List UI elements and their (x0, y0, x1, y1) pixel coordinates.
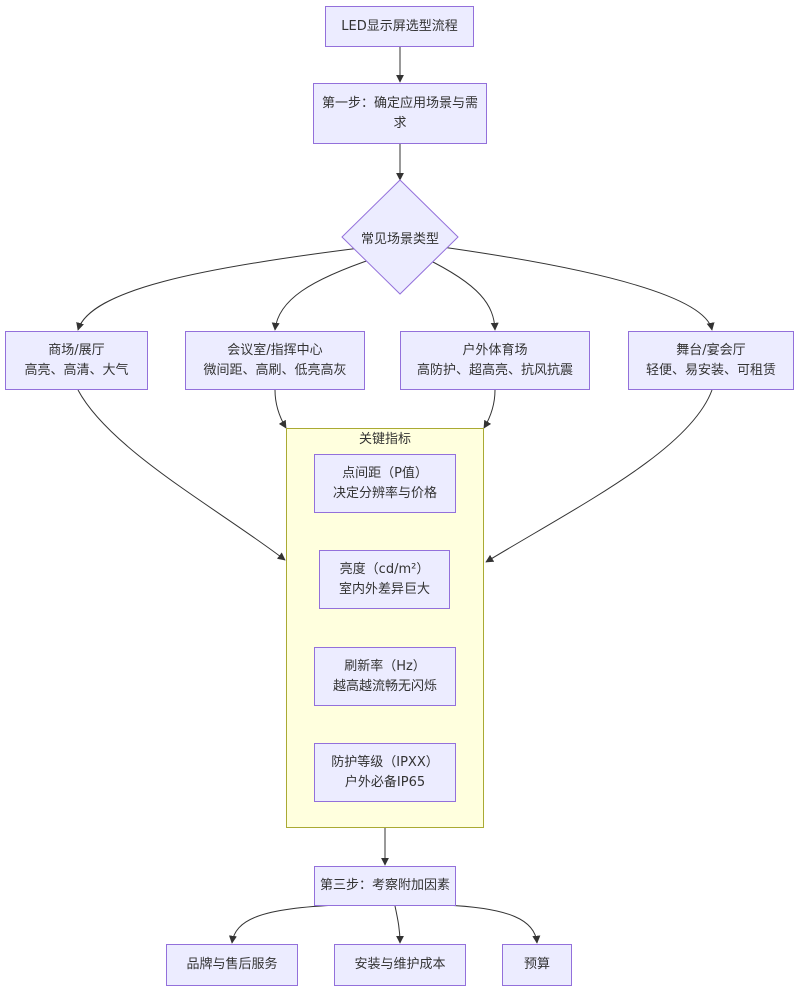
metric-pitch-line2: 决定分辨率与价格 (332, 485, 437, 501)
step1-label-line2: 求 (393, 115, 407, 131)
step3-label: 第三步：考察附加因素 (319, 878, 450, 893)
mall-node: 商场/展厅 高亮、高清、大气 (5, 331, 148, 390)
brand-node: 品牌与售后服务 (166, 944, 298, 986)
step1-node: 第一步：确定应用场景与需 求 (313, 83, 487, 144)
stage-node: 舞台/宴会厅 轻便、易安装、可租赁 (628, 331, 794, 390)
meeting-node: 会议室/指挥中心 微间距、高刷、低亮高灰 (185, 331, 365, 390)
outdoor-label-line2: 高防护、超高亮、抗风抗震 (416, 362, 573, 378)
metric-ip-line2: 户外必备IP65 (344, 774, 426, 790)
edge-decision-outdoor (424, 257, 499, 331)
edge-decision-mall (76, 247, 361, 331)
metric-brightness-line1: 亮度（cd/m²） (339, 561, 430, 577)
metric-refresh-line2: 越高越流畅无闪烁 (332, 678, 437, 694)
decision-label: 常见场景类型 (360, 231, 439, 247)
start-node: LED显示屏选型流程 (325, 6, 474, 47)
metric-refresh-node: 刷新率（Hz） 越高越流畅无闪烁 (314, 647, 456, 706)
edge-meeting-cluster (274, 389, 287, 429)
install-label: 安装与维护成本 (354, 957, 446, 972)
cluster-title: 关键指标 (358, 432, 411, 447)
mall-label-line2: 高亮、高清、大气 (24, 362, 129, 378)
mall-label-line1: 商场/展厅 (48, 342, 105, 358)
budget-node: 预算 (502, 944, 572, 986)
decision-diamond (341, 179, 459, 295)
metric-brightness-line2: 室内外差异巨大 (338, 581, 430, 597)
metric-brightness-node: 亮度（cd/m²） 室内外差异巨大 (319, 550, 450, 609)
edge-step3-brand (228, 904, 341, 944)
stage-label-line2: 轻便、易安装、可租赁 (645, 362, 776, 378)
install-node: 安装与维护成本 (334, 944, 466, 986)
metric-pitch-line1: 点间距（P值） (342, 465, 428, 481)
metric-pitch-node: 点间距（P值） 决定分辨率与价格 (314, 454, 456, 513)
metric-ip-node: 防护等级（IPXX） 户外必备IP65 (314, 743, 456, 802)
budget-label: 预算 (523, 957, 550, 972)
outdoor-node: 户外体育场 高防护、超高亮、抗风抗震 (400, 331, 590, 390)
edge-outdoor-cluster (483, 389, 496, 429)
edge-decision-meeting (271, 257, 376, 331)
stage-label-line1: 舞台/宴会厅 (676, 342, 746, 358)
meeting-label-line2: 微间距、高刷、低亮高灰 (203, 362, 347, 378)
edge-stage-cluster (485, 389, 713, 563)
metric-ip-line1: 防护等级（IPXX） (331, 754, 439, 770)
outdoor-label-line1: 户外体育场 (462, 342, 528, 358)
edge-step3-budget (444, 904, 541, 944)
meeting-label-line1: 会议室/指挥中心 (227, 342, 323, 358)
edge-mall-cluster (77, 389, 286, 561)
step3-node: 第三步：考察附加因素 (314, 866, 456, 906)
edge-decision-stage (441, 246, 715, 331)
step1-label-line1: 第一步：确定应用场景与需 (321, 95, 478, 111)
edge-step3-install (394, 905, 404, 944)
start-node-label: LED显示屏选型流程 (341, 18, 458, 34)
brand-label: 品牌与售后服务 (186, 957, 278, 972)
metric-refresh-line1: 刷新率（Hz） (344, 658, 426, 674)
